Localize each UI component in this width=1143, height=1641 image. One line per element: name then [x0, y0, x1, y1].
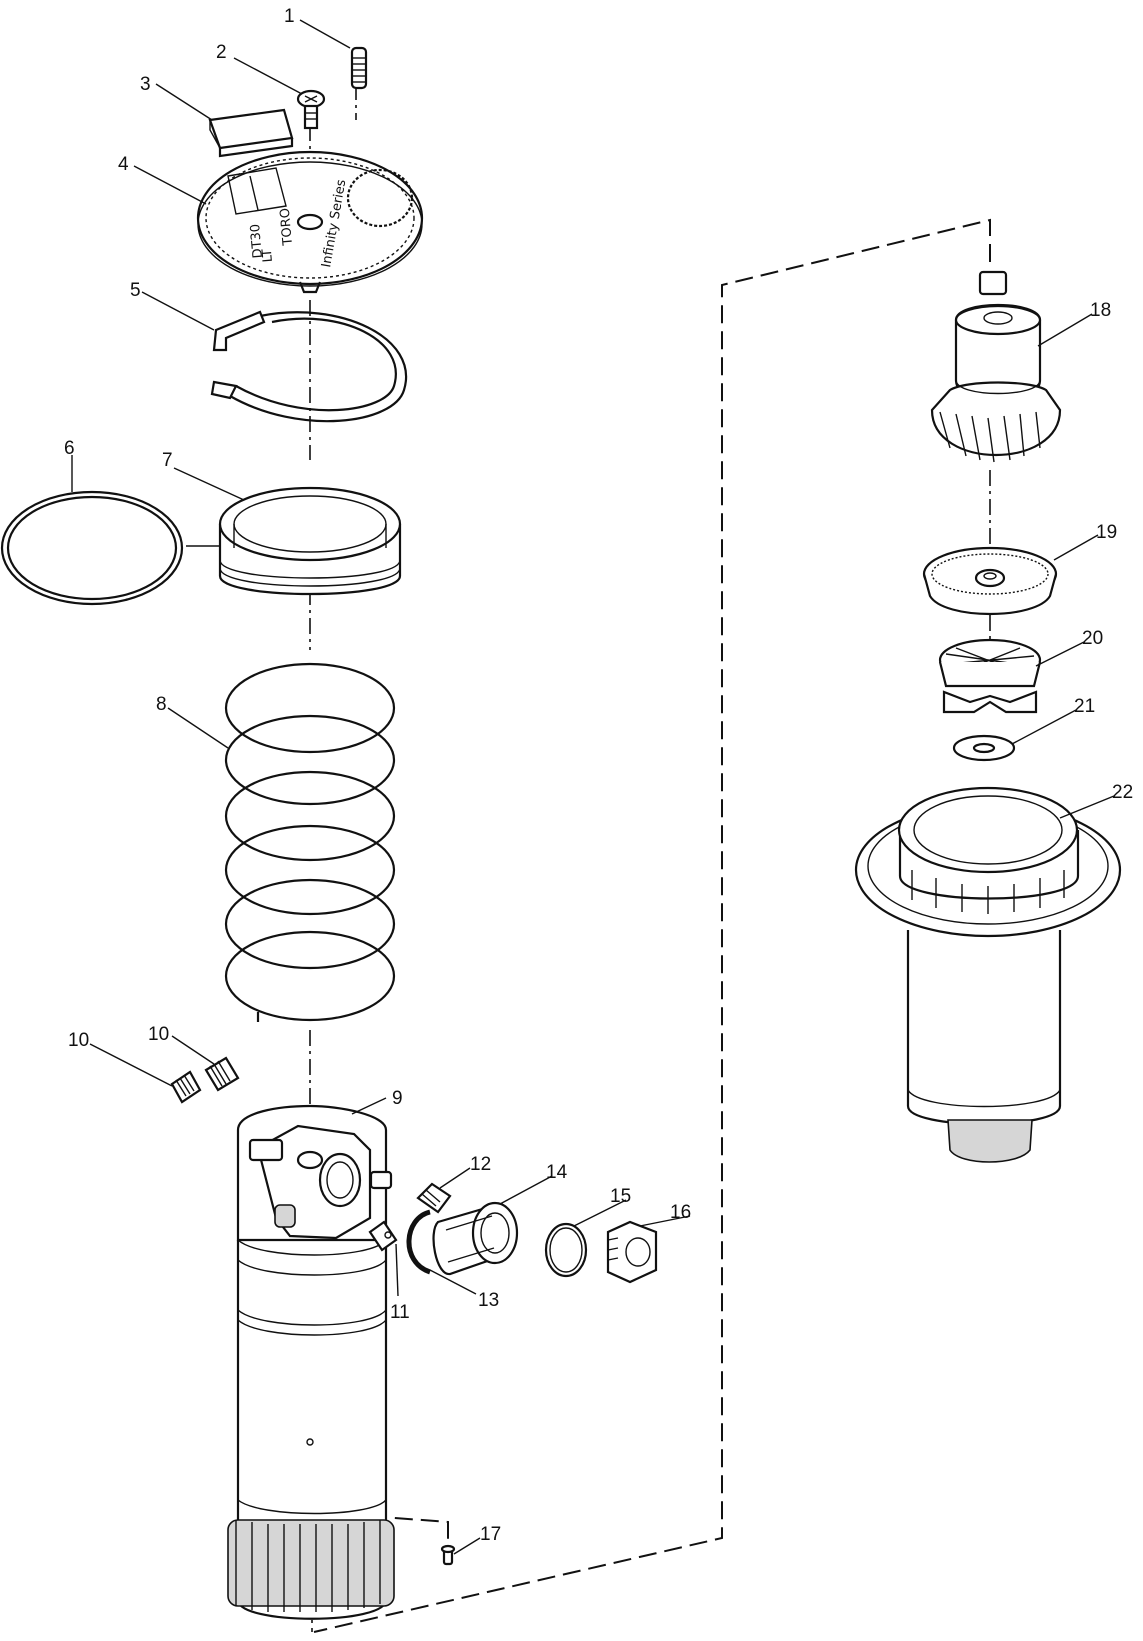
- part-19-stator: [922, 546, 1058, 615]
- callout-15: 15: [610, 1186, 631, 1207]
- callout-9: 9: [392, 1088, 403, 1109]
- cap-marking-model: DT30: [248, 223, 266, 259]
- part-10-plug-left: [170, 1070, 202, 1104]
- callout-11: 11: [390, 1302, 410, 1323]
- callout-21: 21: [1074, 696, 1095, 717]
- part-14-inlet-adapter: [432, 1201, 519, 1276]
- part-3-cover-plate: [208, 108, 294, 158]
- part-11-fitting: [368, 1220, 398, 1252]
- callout-18: 18: [1090, 300, 1111, 321]
- cap-marking-lt: LT: [260, 248, 276, 263]
- part-17-screw: [440, 1544, 456, 1566]
- part-15-o-ring: [544, 1222, 588, 1278]
- part-8-spring: [224, 662, 396, 1022]
- assembly-boundary-dashes: [313, 218, 991, 1633]
- callout-2: 2: [216, 42, 227, 63]
- part-7-seal-bushing: [186, 486, 402, 596]
- callout-3: 3: [140, 74, 151, 95]
- callout-22: 22: [1112, 782, 1133, 803]
- callout-16: 16: [670, 1202, 691, 1223]
- callout-20: 20: [1082, 628, 1103, 649]
- part-13-gasket: [406, 1209, 431, 1275]
- part-1-set-screw: [350, 46, 368, 90]
- part-10-plug-right: [204, 1056, 240, 1092]
- callout-17: 17: [480, 1524, 501, 1545]
- part-4-arc-cap: TORO DT30 Infinity Series LT: [196, 150, 424, 294]
- part-6-o-ring: [0, 490, 184, 606]
- part-5-retaining-ring: [210, 310, 408, 423]
- callout-12: 12: [470, 1154, 491, 1175]
- part-18-drive-assembly: [930, 270, 1062, 463]
- callout-10-right: 10: [148, 1024, 169, 1045]
- cap-marking-toro: TORO: [278, 207, 296, 247]
- part-21-washer: [952, 734, 1016, 762]
- part-22-housing: [854, 786, 1122, 1163]
- part-12-threaded-plug: [416, 1182, 452, 1214]
- callout-6: 6: [64, 438, 75, 459]
- part-20-screen: [938, 638, 1042, 714]
- callout-10-left: 10: [68, 1030, 89, 1051]
- callout-labels: 1 2 3 4 5 6 7 8 9 10 10 11 12 13 14 15 1…: [64, 6, 1133, 1545]
- callout-8: 8: [156, 694, 167, 715]
- callout-14: 14: [546, 1162, 568, 1183]
- callout-13: 13: [478, 1290, 499, 1311]
- callout-4: 4: [118, 154, 129, 175]
- callout-1: 1: [284, 6, 295, 27]
- part-16-hex-plug: [606, 1220, 658, 1284]
- callout-5: 5: [130, 280, 141, 301]
- part-2-cap-screw: [296, 89, 326, 130]
- callout-7: 7: [162, 450, 173, 471]
- callout-leader-lines: [71, 19, 1115, 1555]
- part-9-body: [227, 1104, 395, 1620]
- callout-19: 19: [1096, 522, 1117, 543]
